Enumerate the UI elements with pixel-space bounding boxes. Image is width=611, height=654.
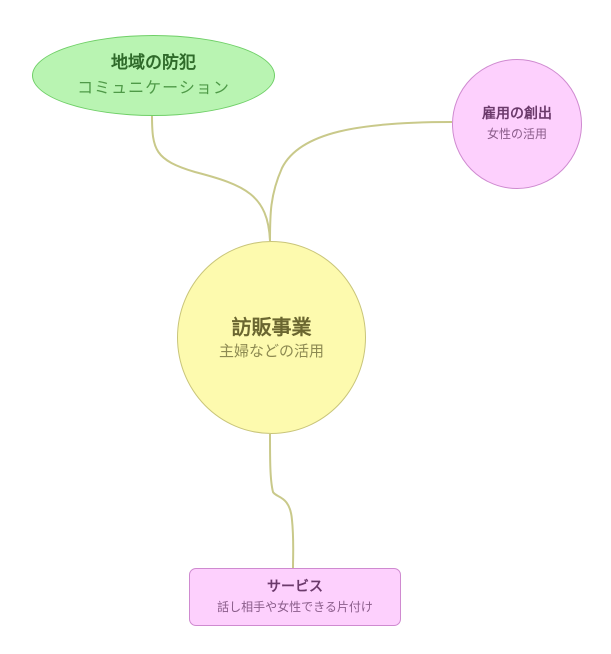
node-employment-title: 雇用の創出 <box>482 106 552 123</box>
node-service[interactable]: サービス 話し相手や女性できる片付け <box>189 568 401 626</box>
node-service-title: サービス <box>267 579 323 596</box>
node-employment-subtitle: 女性の活用 <box>486 126 547 141</box>
node-service-subtitle: 話し相手や女性できる片付け <box>217 599 373 614</box>
node-center[interactable]: 訪販事業 主婦などの活用 <box>177 241 366 434</box>
node-community-subtitle: コミュニケーション <box>77 77 230 97</box>
node-employment[interactable]: 雇用の創出 女性の活用 <box>452 59 582 189</box>
connector-service <box>269 433 295 569</box>
node-community[interactable]: 地域の防犯 コミュニケーション <box>32 35 275 116</box>
connector-employment <box>269 121 453 242</box>
connector-community <box>151 114 271 242</box>
node-center-subtitle: 主婦などの活用 <box>218 341 324 360</box>
node-center-title: 訪販事業 <box>231 314 312 339</box>
node-community-title: 地域の防犯 <box>111 53 196 74</box>
